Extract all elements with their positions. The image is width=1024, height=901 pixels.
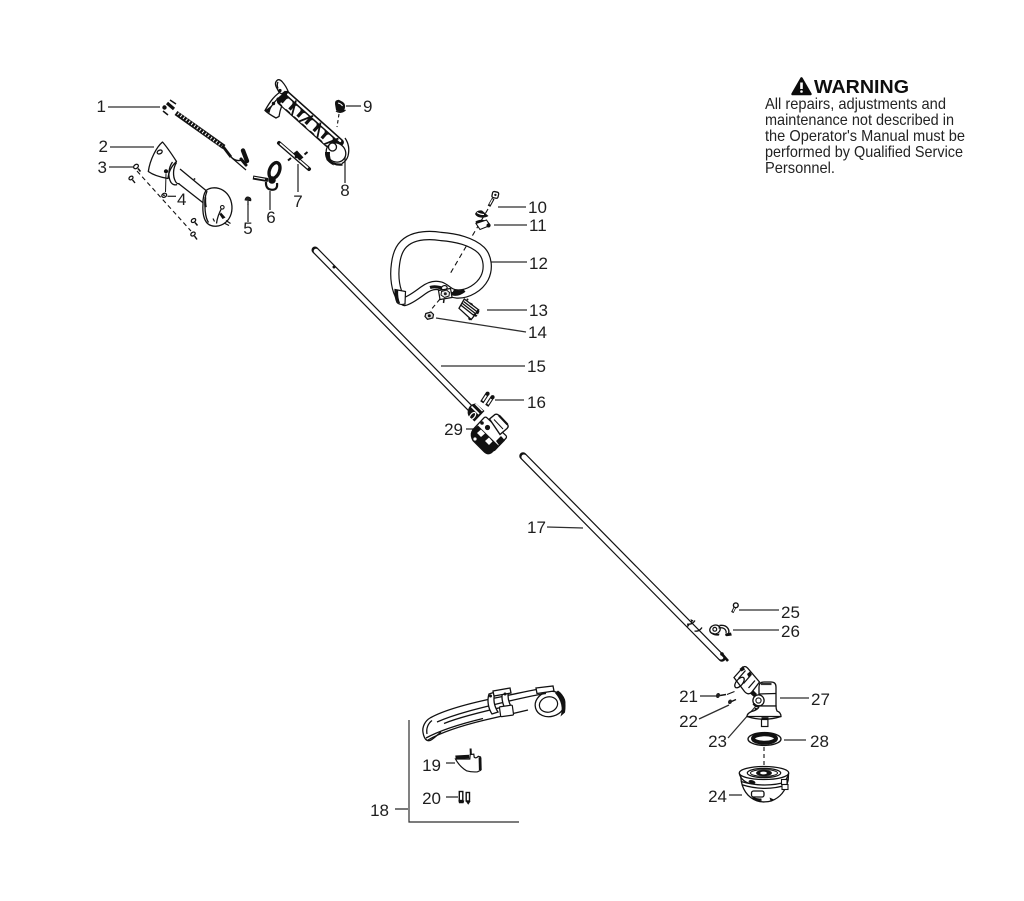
svg-text:maintenance not described in: maintenance not described in xyxy=(765,112,954,129)
svg-text:7: 7 xyxy=(293,192,302,211)
svg-text:10: 10 xyxy=(528,198,547,217)
svg-text:18: 18 xyxy=(370,801,389,820)
svg-text:16: 16 xyxy=(527,393,546,412)
svg-text:17: 17 xyxy=(527,518,546,537)
svg-text:15: 15 xyxy=(527,357,546,376)
svg-text:1: 1 xyxy=(97,97,106,116)
svg-text:20: 20 xyxy=(422,789,441,808)
svg-text:27: 27 xyxy=(811,690,830,709)
svg-text:All repairs, adjustments and: All repairs, adjustments and xyxy=(765,96,946,113)
svg-text:5: 5 xyxy=(243,219,252,238)
svg-text:19: 19 xyxy=(422,756,441,775)
svg-text:11: 11 xyxy=(529,216,547,235)
svg-text:3: 3 xyxy=(98,158,107,177)
svg-text:29: 29 xyxy=(444,420,463,439)
svg-text:4: 4 xyxy=(177,190,186,209)
svg-text:12: 12 xyxy=(529,254,548,273)
svg-text:26: 26 xyxy=(781,622,800,641)
svg-text:28: 28 xyxy=(810,732,829,751)
svg-text:25: 25 xyxy=(781,603,800,622)
svg-text:23: 23 xyxy=(708,732,727,751)
svg-text:the Operator's Manual must be: the Operator's Manual must be xyxy=(765,128,965,145)
svg-text:performed by Qualified Service: performed by Qualified Service xyxy=(765,144,963,161)
svg-text:Personnel.: Personnel. xyxy=(765,160,835,177)
svg-text:6: 6 xyxy=(266,208,275,227)
svg-text:13: 13 xyxy=(529,301,548,320)
svg-text:21: 21 xyxy=(679,687,698,706)
svg-text:14: 14 xyxy=(528,323,547,342)
svg-text:8: 8 xyxy=(340,181,349,200)
svg-text:WARNING: WARNING xyxy=(814,77,909,97)
svg-text:9: 9 xyxy=(363,97,372,116)
svg-text:2: 2 xyxy=(99,137,108,156)
svg-text:24: 24 xyxy=(708,787,727,806)
svg-text:22: 22 xyxy=(679,712,698,731)
